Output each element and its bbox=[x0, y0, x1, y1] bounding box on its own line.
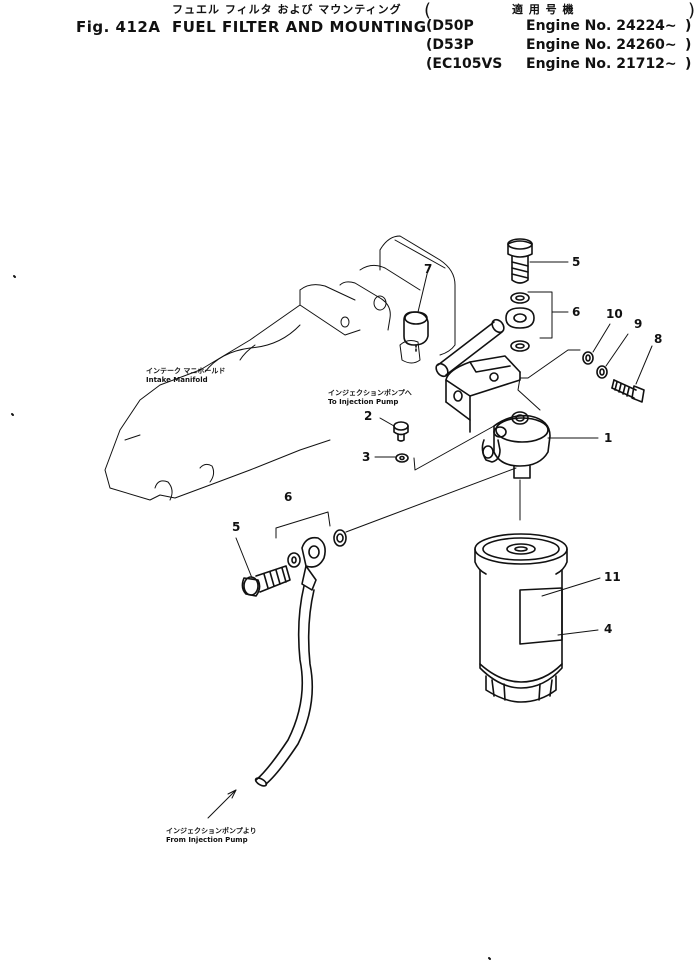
washer-part-3 bbox=[374, 425, 495, 471]
intake-manifold bbox=[104, 235, 456, 501]
label-from-pump-en: From Injection Pump bbox=[166, 836, 248, 844]
banjo-fitting-part-6 bbox=[505, 291, 569, 352]
label-from-pump-jp: インジェクションポンプより bbox=[166, 827, 257, 835]
callout-1: 1 bbox=[604, 431, 613, 445]
callout-4: 4 bbox=[604, 622, 613, 636]
filter-cartridge-part-4 bbox=[474, 533, 601, 703]
pipe-to-injection-pump bbox=[435, 318, 505, 378]
leader-intake-manifold bbox=[204, 324, 301, 373]
bracket-close-top: ) bbox=[688, 0, 696, 21]
banjo-bolt-part-5 bbox=[507, 238, 569, 284]
callout-11: 11 bbox=[604, 570, 621, 584]
label-intake-manifold-jp: インテーク マニホールド bbox=[146, 367, 226, 375]
model-row-0: (D50P bbox=[426, 18, 474, 34]
callout-2: 2 bbox=[364, 409, 373, 423]
callout-5: 5 bbox=[572, 255, 581, 269]
callout-10: 10 bbox=[606, 307, 623, 321]
callout-3: 3 bbox=[362, 450, 371, 464]
fuel-hose bbox=[254, 585, 315, 787]
callout-9: 9 bbox=[634, 317, 643, 331]
model-name: EC105VS bbox=[432, 56, 503, 72]
filter-head-part-1 bbox=[445, 355, 599, 521]
model-name: D50P bbox=[432, 18, 474, 34]
engine-no-1: Engine No. 24260∼ bbox=[526, 37, 677, 53]
upper-right-fasteners bbox=[517, 323, 653, 411]
model-row-1: (D53P bbox=[426, 37, 474, 53]
title-japanese: フュエル フィルタ および マウンティング bbox=[172, 3, 402, 16]
engine-no-0: Engine No. 24224∼ bbox=[526, 18, 677, 34]
model-name: D53P bbox=[432, 37, 474, 53]
arrow-from-pump bbox=[207, 789, 237, 819]
label-to-pump-en: To Injection Pump bbox=[328, 398, 399, 406]
callout-6: 6 bbox=[572, 305, 581, 319]
callout-7: 7 bbox=[424, 262, 433, 276]
bracket-close: ) bbox=[685, 37, 692, 53]
bracket-close: ) bbox=[685, 18, 692, 34]
label-to-pump-jp: インジェクションポンプへ bbox=[328, 389, 412, 397]
scan-marks bbox=[11, 275, 491, 960]
applicable-models-label: 適 用 号 機 bbox=[512, 3, 575, 16]
figure-number: Fig. 412A bbox=[76, 18, 161, 36]
figure-title: FUEL FILTER AND MOUNTING bbox=[172, 18, 427, 36]
callout-8: 8 bbox=[654, 332, 663, 346]
banjo-fitting-part-6-left bbox=[275, 467, 517, 591]
bracket-close: ) bbox=[685, 56, 692, 72]
bolt-part-2 bbox=[379, 417, 409, 442]
bracket-open-top: ( bbox=[424, 0, 432, 21]
banjo-bolt-part-5-left bbox=[235, 537, 291, 597]
label-intake-manifold-en: Intake Manifold bbox=[146, 376, 208, 384]
spacer-part-7 bbox=[403, 269, 429, 353]
callout-5-left: 5 bbox=[232, 520, 241, 534]
callout-6-left: 6 bbox=[284, 490, 293, 504]
model-row-2: (EC105VS bbox=[426, 56, 503, 72]
engine-no-2: Engine No. 21712∼ bbox=[526, 56, 677, 72]
